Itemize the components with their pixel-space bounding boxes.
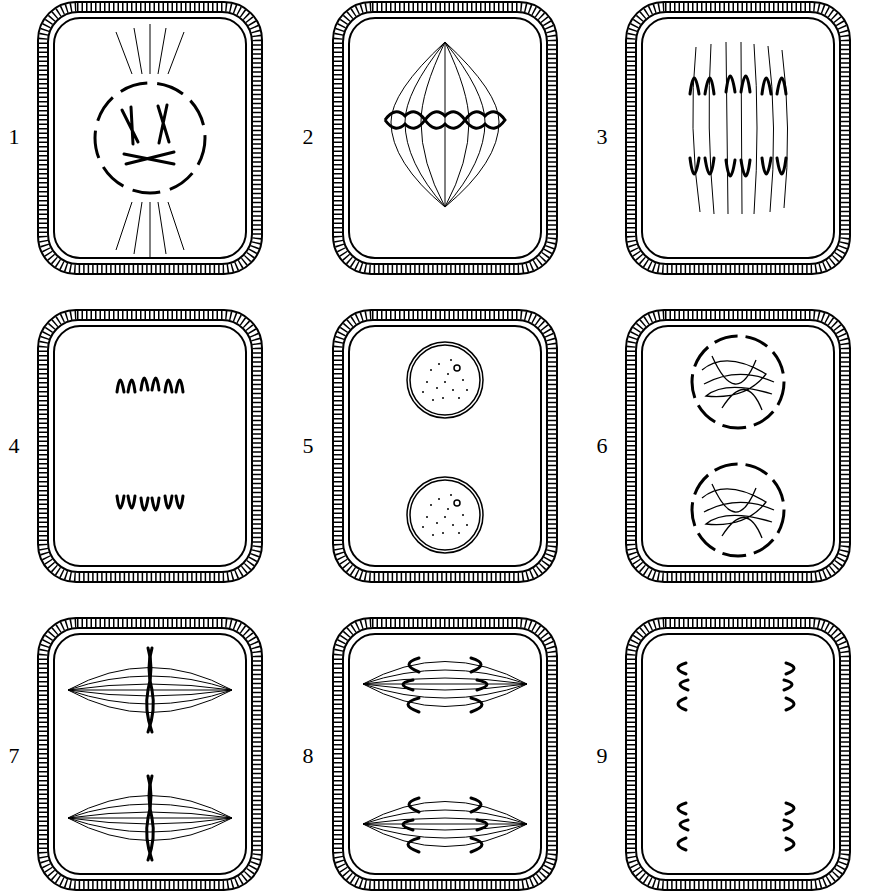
cell-metaphase-two	[38, 618, 262, 890]
callout-number: 1	[8, 125, 21, 149]
cell-anaphase	[626, 2, 850, 274]
cell-telophase	[38, 310, 262, 582]
callout-number: 3	[596, 125, 609, 149]
cell-prophase	[38, 2, 262, 274]
callout-number: 4	[8, 434, 21, 458]
callout-number: 7	[8, 744, 21, 768]
callout-number: 2	[302, 125, 315, 149]
callout-number: 6	[596, 434, 609, 458]
cell-anaphase-two	[333, 618, 557, 890]
cell-prophase-two	[626, 310, 850, 582]
cell-telophase-two	[626, 618, 850, 890]
cell-metaphase	[333, 2, 557, 274]
cell-interkinesis	[333, 310, 557, 582]
callout-number: 5	[302, 434, 315, 458]
callout-number: 9	[596, 744, 609, 768]
callout-number: 8	[302, 744, 315, 768]
